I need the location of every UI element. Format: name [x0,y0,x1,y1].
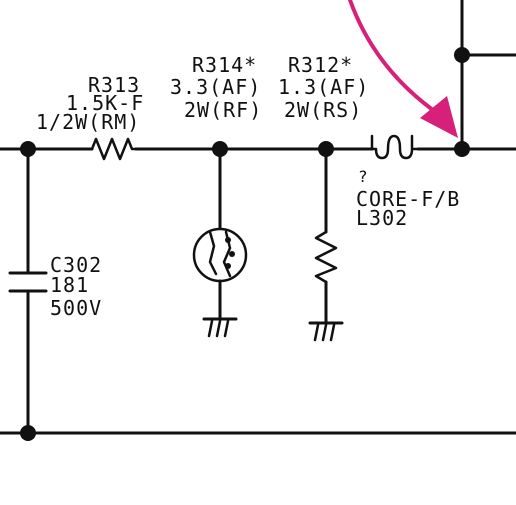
junction-dot [454,141,470,157]
r313-rating-label: 1/2W(RM) [36,110,140,134]
l302-ref-label: L302 [356,206,408,230]
annotation-arrow [348,0,442,117]
junction-dot [20,425,36,441]
r312-rating-label: 2W(RS) [284,98,362,122]
c302-value-label: 181 [50,273,89,297]
r313-value-label: 1.5K-F [66,91,144,115]
junction-dot [318,141,334,157]
inductor-l302-symbol [370,134,420,160]
annotation-arrowhead [420,96,458,138]
junction-dot [454,47,470,63]
r312-value-label: 1.3(AF) [278,75,369,99]
c302-rating-label: 500V [50,296,102,320]
r314-value-label: 3.3(AF) [170,75,261,99]
r313-ref-label: R313 [88,73,140,97]
ground-symbol-resistor [308,321,344,342]
r314-ref-label: R314* [192,53,257,77]
junction-dot [20,141,36,157]
ground-symbol-lamp [202,317,238,338]
junction-dot [212,141,228,157]
r312-ref-label: R312* [288,53,353,77]
resistor-r312-symbol [314,147,338,324]
capacitor-c302-symbol [8,147,48,435]
l302-value-label: CORE-F/B [356,187,460,211]
resistor-r313-symbol [90,137,138,161]
lamp-r314-symbol [192,147,248,320]
c302-ref-label: C302 [50,253,102,277]
r314-rating-label: 2W(RF) [184,98,262,122]
l302-note-label: ? [358,167,369,186]
